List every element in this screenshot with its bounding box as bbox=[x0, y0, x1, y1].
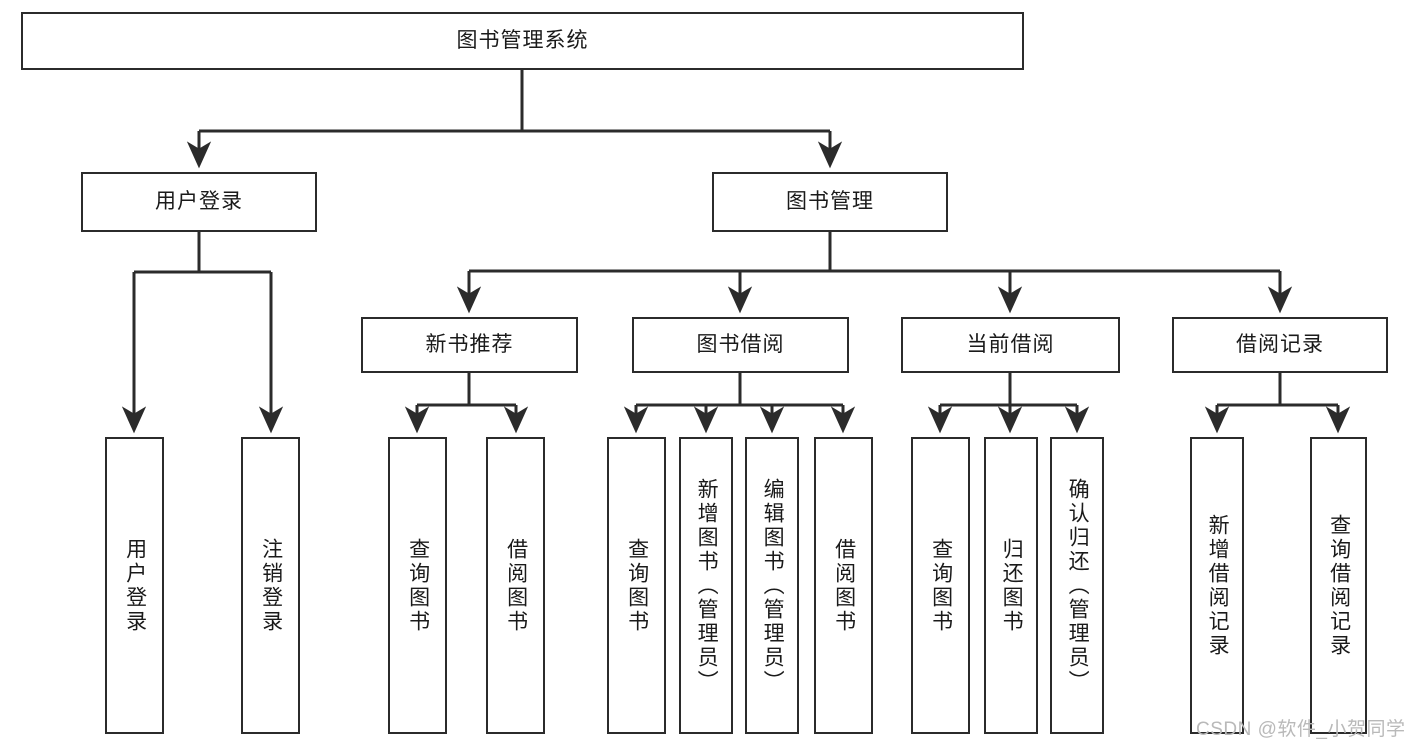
leaf-borrow-query-book-label: 查询图书 bbox=[625, 537, 649, 634]
node-user-login-label: 用户登录 bbox=[155, 190, 243, 214]
node-current-borrow[interactable]: 当前借阅 bbox=[901, 317, 1120, 373]
node-root[interactable]: 图书管理系统 bbox=[21, 12, 1024, 70]
leaf-query-borrow-record[interactable]: 查询借阅记录 bbox=[1310, 437, 1367, 734]
leaf-query-borrow-record-label: 查询借阅记录 bbox=[1327, 513, 1351, 658]
leaf-newbook-borrow-book-label: 借阅图书 bbox=[504, 537, 528, 634]
node-root-label: 图书管理系统 bbox=[456, 29, 589, 53]
leaf-newbook-query-book[interactable]: 查询图书 bbox=[388, 437, 447, 734]
leaf-confirm-return-admin-label: 确认归还（管理员） bbox=[1066, 477, 1090, 694]
leaf-return-book[interactable]: 归还图书 bbox=[984, 437, 1038, 734]
node-borrow-record-label: 借阅记录 bbox=[1236, 333, 1324, 357]
leaf-current-query-book-label: 查询图书 bbox=[929, 537, 953, 634]
node-book-borrow-label: 图书借阅 bbox=[696, 333, 785, 357]
leaf-user-login[interactable]: 用户登录 bbox=[105, 437, 164, 734]
leaf-current-query-book[interactable]: 查询图书 bbox=[911, 437, 970, 734]
node-user-login[interactable]: 用户登录 bbox=[81, 172, 317, 232]
node-borrow-record[interactable]: 借阅记录 bbox=[1172, 317, 1388, 373]
leaf-edit-book-admin[interactable]: 编辑图书（管理员） bbox=[745, 437, 799, 734]
leaf-borrow-query-book[interactable]: 查询图书 bbox=[607, 437, 666, 734]
leaf-user-login-label: 用户登录 bbox=[123, 537, 147, 634]
csdn-watermark: CSDN @软件_小贺同学 bbox=[1196, 719, 1405, 740]
leaf-add-borrow-record-label: 新增借阅记录 bbox=[1206, 513, 1230, 658]
node-new-book-recommend[interactable]: 新书推荐 bbox=[361, 317, 578, 373]
leaf-newbook-query-book-label: 查询图书 bbox=[406, 537, 430, 634]
leaf-return-book-label: 归还图书 bbox=[1000, 537, 1024, 634]
leaf-confirm-return-admin[interactable]: 确认归还（管理员） bbox=[1050, 437, 1104, 734]
node-book-management-label: 图书管理 bbox=[786, 190, 874, 214]
leaf-logout[interactable]: 注销登录 bbox=[241, 437, 300, 734]
leaf-borrow-book[interactable]: 借阅图书 bbox=[814, 437, 873, 734]
leaf-add-borrow-record[interactable]: 新增借阅记录 bbox=[1190, 437, 1244, 734]
node-book-borrow[interactable]: 图书借阅 bbox=[632, 317, 849, 373]
leaf-borrow-book-label: 借阅图书 bbox=[832, 537, 856, 634]
leaf-edit-book-admin-label: 编辑图书（管理员） bbox=[761, 477, 785, 694]
node-new-book-recommend-label: 新书推荐 bbox=[425, 333, 514, 357]
node-book-management[interactable]: 图书管理 bbox=[712, 172, 948, 232]
leaf-add-book-admin[interactable]: 新增图书（管理员） bbox=[679, 437, 733, 734]
leaf-newbook-borrow-book[interactable]: 借阅图书 bbox=[486, 437, 545, 734]
node-current-borrow-label: 当前借阅 bbox=[966, 333, 1055, 357]
leaf-add-book-admin-label: 新增图书（管理员） bbox=[695, 477, 719, 694]
leaf-logout-label: 注销登录 bbox=[259, 537, 283, 634]
